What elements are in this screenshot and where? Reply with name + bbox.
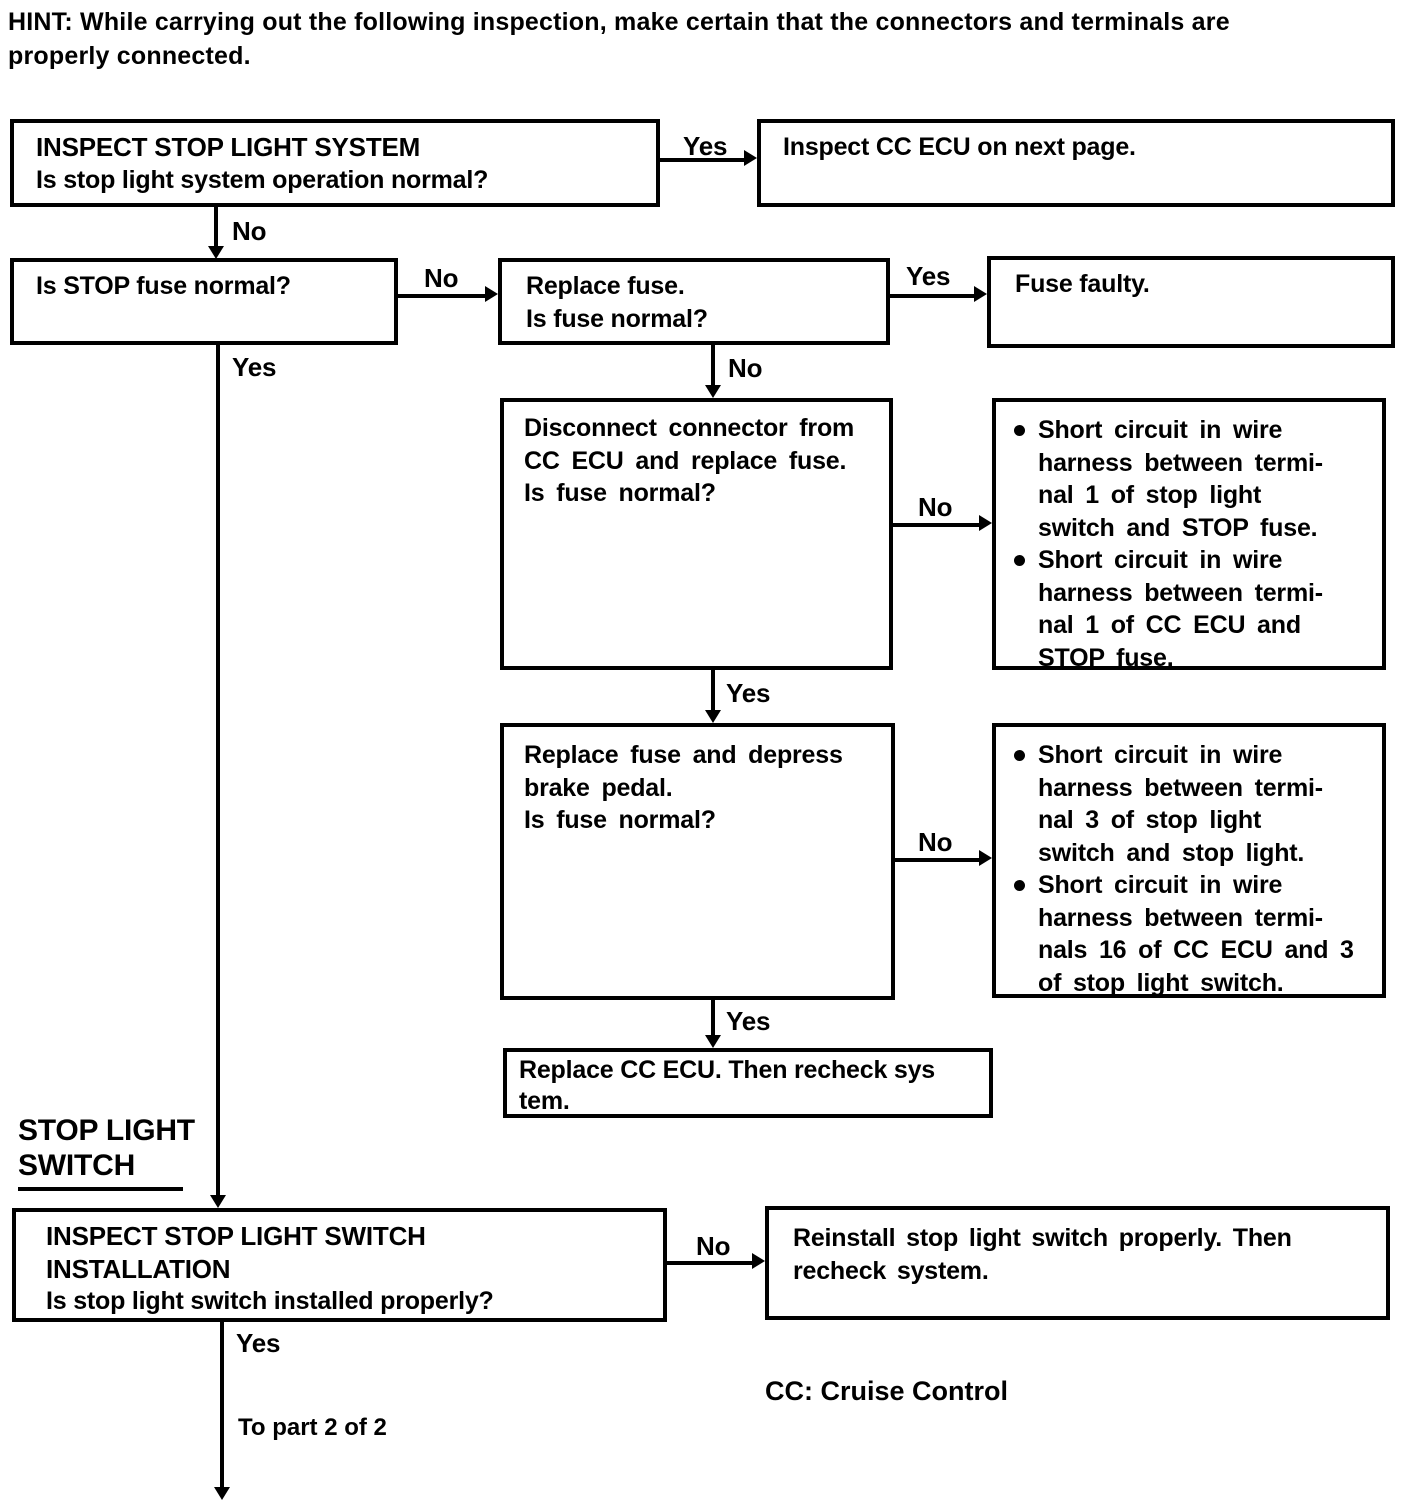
- edge-label-yes: Yes: [236, 1328, 281, 1358]
- node-fuse-faulty: Fuse faulty.: [987, 256, 1395, 348]
- edge-line-stop-fuse-yes: [216, 345, 220, 1196]
- edge-label-yes: Yes: [906, 261, 951, 291]
- edge-label-no: No: [696, 1231, 731, 1261]
- node-title: INSPECT STOP LIGHT SWITCH INSTALLATION: [46, 1221, 426, 1284]
- node-replace-fuse-brake-pedal: Replace fuse and depress brake pedal. Is…: [500, 723, 895, 1000]
- edge-label-no: No: [918, 827, 953, 857]
- arrow-right-icon: [744, 150, 757, 166]
- arrow-right-icon: [752, 1253, 765, 1269]
- node-disconnect-connector: Disconnect connector from CC ECU and rep…: [500, 398, 893, 670]
- edge-line-disconnect-yes: [711, 670, 715, 711]
- node-text: Fuse faulty.: [1015, 270, 1150, 298]
- edge-label-yes: Yes: [683, 131, 728, 161]
- edge-line-replace-fuse-yes: [890, 294, 975, 298]
- arrow-right-icon: [485, 286, 498, 302]
- arrow-down-icon: [705, 385, 721, 398]
- edge-line-disconnect-no: [893, 523, 980, 527]
- edge-label-no: No: [918, 492, 953, 522]
- arrow-down-icon: [214, 1487, 230, 1500]
- node-text: Inspect CC ECU on next page.: [783, 133, 1136, 161]
- node-text: Disconnect connector from CC ECU and rep…: [524, 414, 855, 507]
- edge-line-brake-pedal-yes: [711, 1000, 715, 1036]
- arrow-right-icon: [979, 515, 992, 531]
- bullet-text: Short circuit in wire harness between te…: [1038, 546, 1323, 672]
- edge-line-brake-pedal-no: [895, 858, 980, 862]
- edge-line-stop-fuse-no: [398, 294, 486, 298]
- edge-line-switch-install-yes: [220, 1322, 224, 1488]
- section-label-stop-light-switch: STOP LIGHT SWITCH: [18, 1114, 195, 1182]
- edge-label-no: No: [232, 216, 267, 246]
- edge-label-yes: Yes: [726, 678, 771, 708]
- edge-label-yes: Yes: [232, 352, 277, 382]
- node-text: Replace fuse and depress brake pedal. Is…: [524, 741, 843, 834]
- footnote-cc-abbreviation: CC: Cruise Control: [765, 1376, 1008, 1406]
- edge-line-switch-install-no: [667, 1261, 753, 1265]
- node-text: Reinstall stop light switch properly. Th…: [793, 1224, 1292, 1285]
- node-title: INSPECT STOP LIGHT SYSTEM: [36, 132, 421, 162]
- bullet-item: Short circuit in wire harness between te…: [1006, 414, 1370, 544]
- arrow-right-icon: [979, 850, 992, 866]
- bullet-text: Short circuit in wire harness between te…: [1038, 741, 1323, 867]
- node-short-circuit-stop-fuse: Short circuit in wire harness between te…: [992, 398, 1386, 672]
- bullet-icon: [1014, 555, 1025, 566]
- bullet-text: Short circuit in wire harness between te…: [1038, 871, 1354, 997]
- edge-label-yes: Yes: [726, 1006, 771, 1036]
- section-underline: [18, 1187, 183, 1191]
- node-text: Replace CC ECU. Then recheck sys tem.: [519, 1056, 935, 1115]
- edge-line-system-yes: [660, 158, 745, 162]
- node-replace-cc-ecu: Replace CC ECU. Then recheck sys tem.: [503, 1048, 993, 1118]
- node-question: Is stop light switch installed properly?: [46, 1287, 494, 1315]
- node-text: Is STOP fuse normal?: [36, 272, 291, 300]
- node-question: Is stop light system operation normal?: [36, 165, 489, 194]
- node-short-circuit-stop-light: Short circuit in wire harness between te…: [992, 723, 1386, 998]
- node-inspect-switch-installation: INSPECT STOP LIGHT SWITCH INSTALLATION I…: [12, 1208, 667, 1322]
- arrow-down-icon: [208, 246, 224, 259]
- node-stop-fuse-normal: Is STOP fuse normal?: [10, 258, 398, 345]
- bullet-item: Short circuit in wire harness between te…: [1006, 869, 1370, 999]
- bullet-icon: [1014, 425, 1025, 436]
- bullet-item: Short circuit in wire harness between te…: [1006, 739, 1370, 869]
- arrow-right-icon: [974, 286, 987, 302]
- arrow-down-icon: [705, 710, 721, 723]
- node-reinstall-switch: Reinstall stop light switch properly. Th…: [765, 1206, 1390, 1320]
- bullet-item: Short circuit in wire harness between te…: [1006, 544, 1370, 674]
- bullet-text: Short circuit in wire harness between te…: [1038, 416, 1323, 542]
- edge-label-no: No: [424, 263, 459, 293]
- bullet-icon: [1014, 880, 1025, 891]
- hint-text: HINT: While carrying out the following i…: [8, 8, 1230, 70]
- node-inspect-cc-ecu: Inspect CC ECU on next page.: [757, 119, 1395, 207]
- arrow-down-icon: [210, 1195, 226, 1208]
- bullet-icon: [1014, 750, 1025, 761]
- edge-label-no: No: [728, 353, 763, 383]
- arrow-down-icon: [705, 1035, 721, 1048]
- node-inspect-stop-light-system: INSPECT STOP LIGHT SYSTEM Is stop light …: [10, 119, 660, 207]
- edge-line-system-no: [214, 207, 218, 247]
- edge-line-replace-fuse-no: [711, 345, 715, 386]
- continuation-label: To part 2 of 2: [238, 1414, 387, 1441]
- node-replace-fuse: Replace fuse. Is fuse normal?: [498, 258, 890, 345]
- node-text: Replace fuse. Is fuse normal?: [526, 272, 708, 333]
